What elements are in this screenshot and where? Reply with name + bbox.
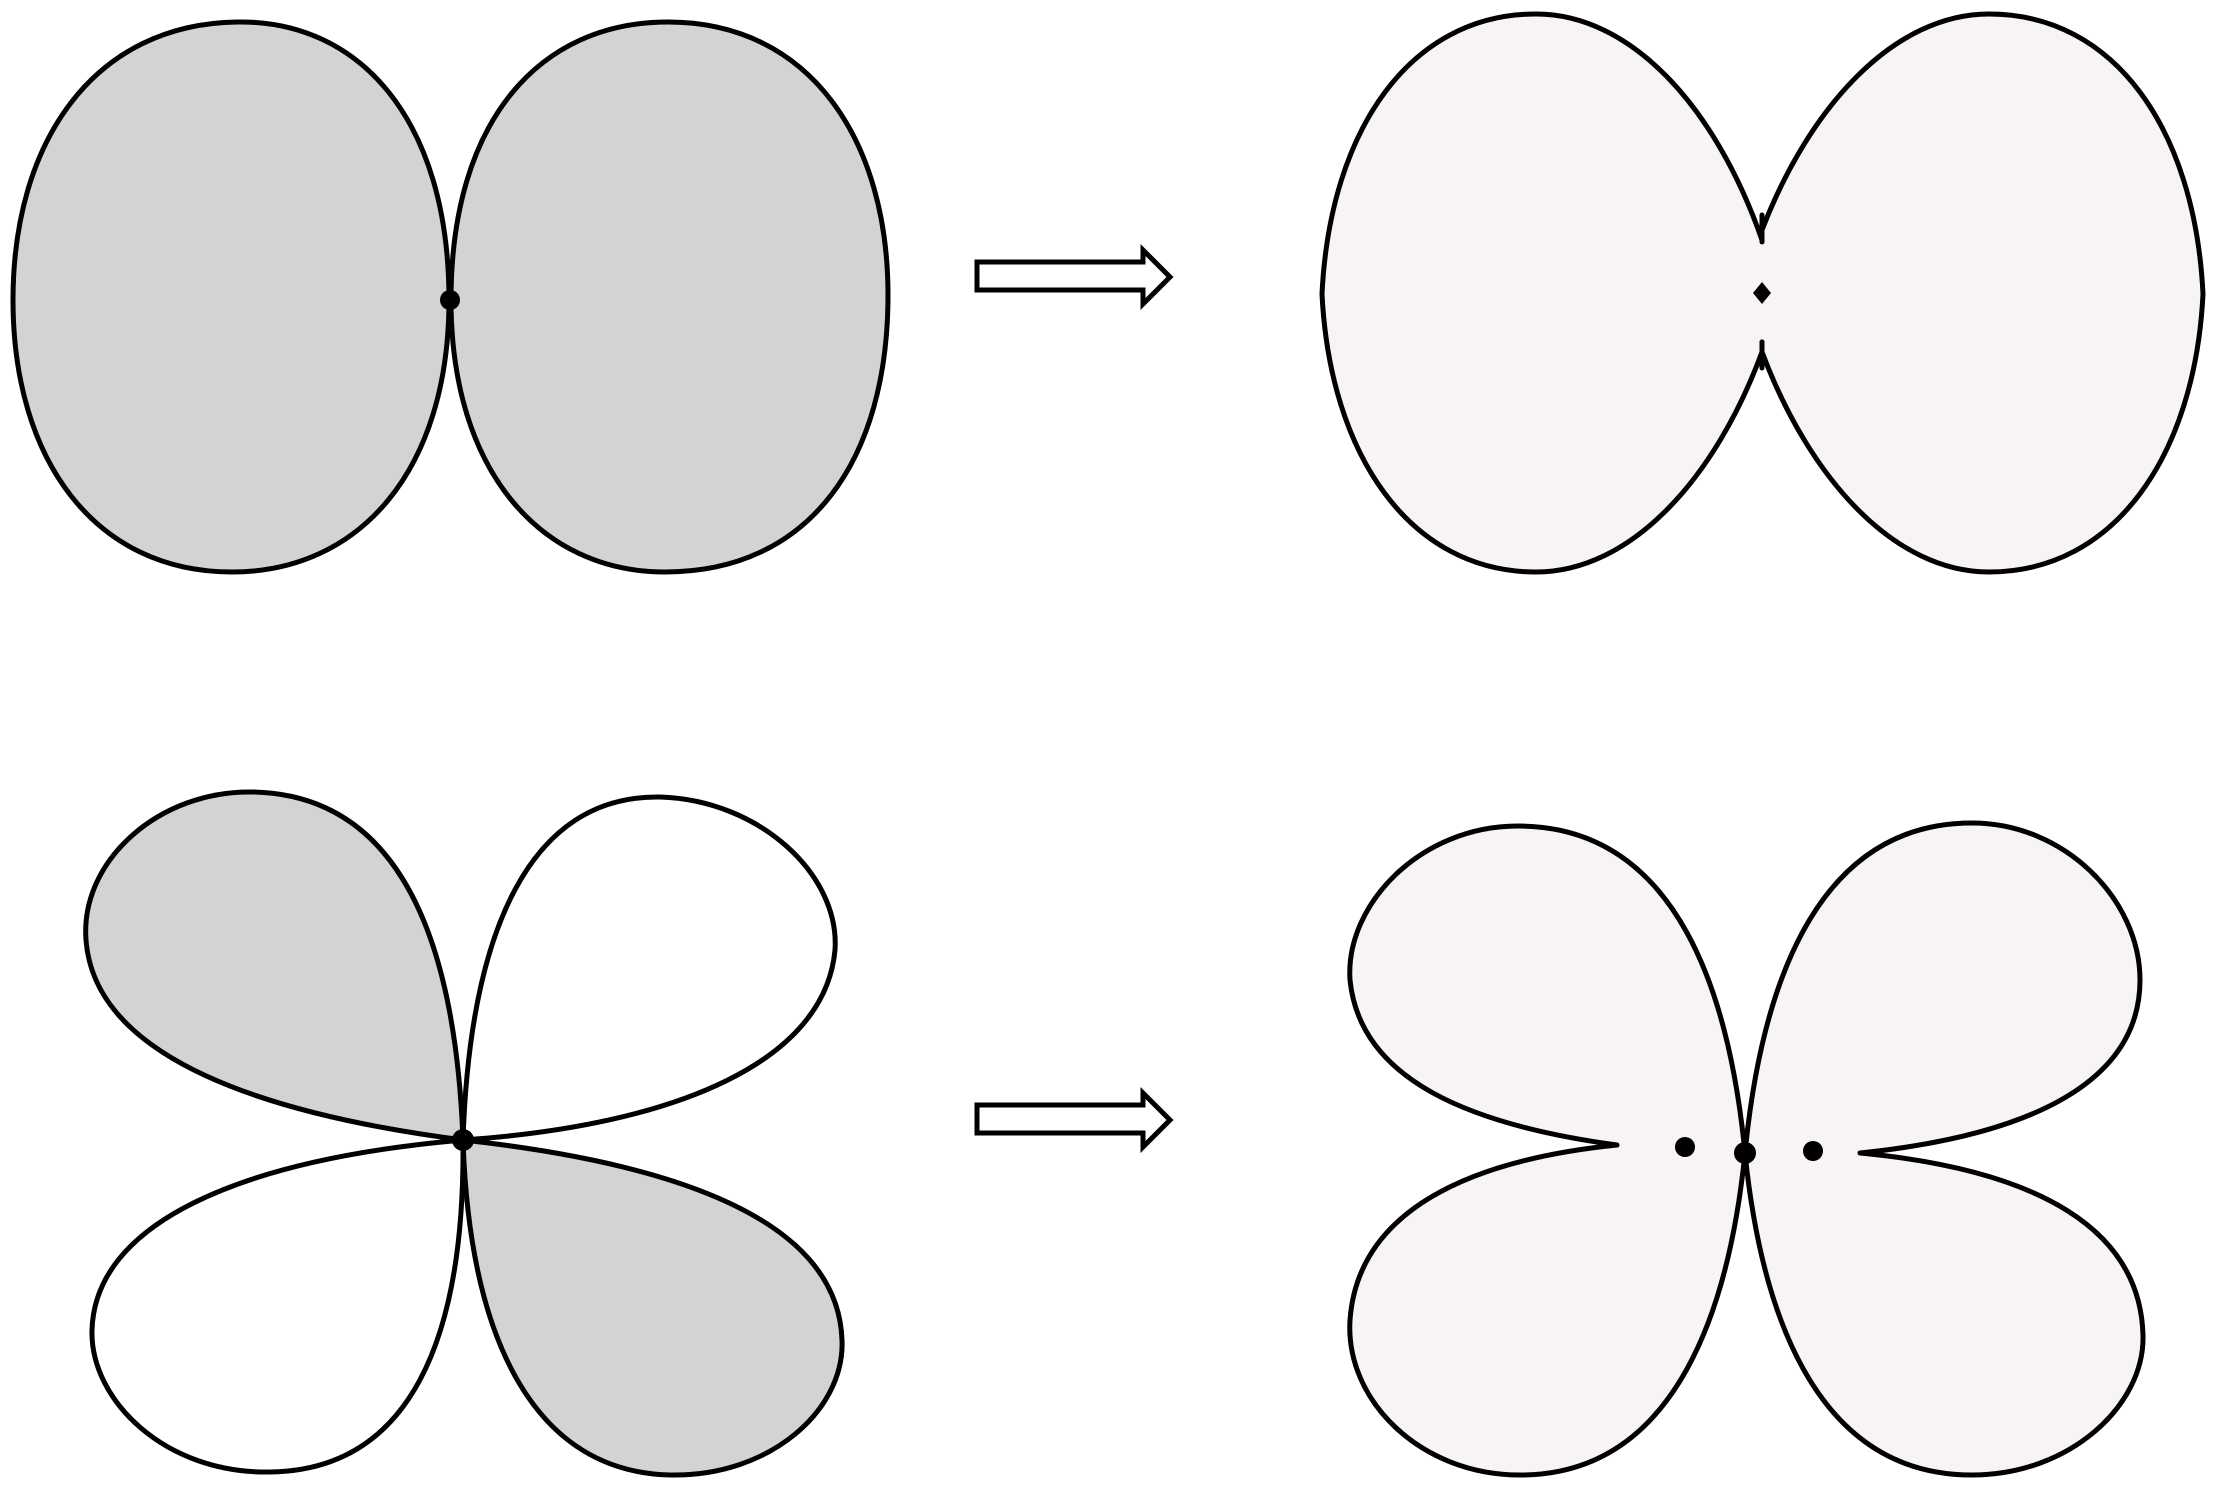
row1-detached-point (1753, 282, 1771, 304)
row2-input-figure (83, 789, 845, 1478)
row1-output-figure (1319, 11, 2206, 575)
row1-merged-outline (1319, 11, 2206, 575)
row1-input-figure (10, 19, 891, 575)
row2-contact-point (452, 1129, 474, 1151)
row2-transform-arrow (974, 1086, 1174, 1154)
row2-upper-right-lobe (460, 794, 838, 1143)
row2-right-point (1803, 1141, 1823, 1161)
row2-output-figure (1347, 820, 2146, 1478)
row2-left-point (1675, 1137, 1695, 1157)
row1-right-lobe (448, 19, 891, 575)
row1-transform-arrow (974, 243, 1174, 311)
row2-lower-right-lobe (460, 1137, 845, 1478)
row1-contact-point (440, 290, 460, 310)
row1-left-lobe (10, 19, 452, 575)
row2-upper-left-lobe (83, 789, 466, 1143)
row2-center-point (1734, 1142, 1756, 1164)
row2-lower-left-lobe (89, 1137, 466, 1475)
